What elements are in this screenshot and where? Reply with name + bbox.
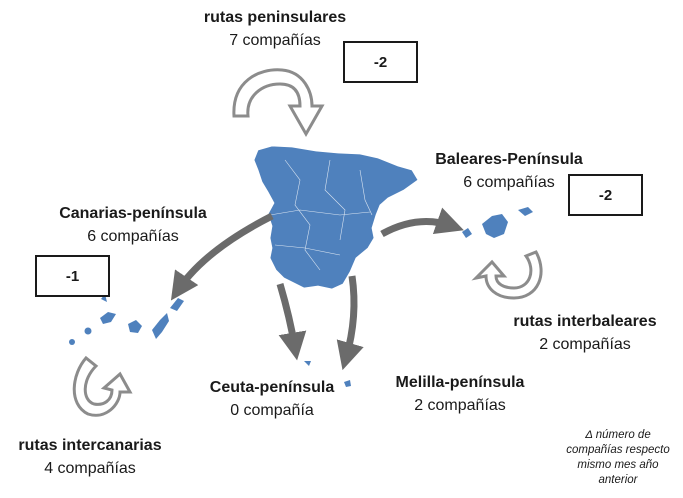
peninsula-map xyxy=(253,145,419,290)
change-value: -2 xyxy=(598,186,613,204)
arrow-to-ceuta xyxy=(276,283,307,361)
region-borders xyxy=(269,159,373,271)
route-title: rutas interbaleares xyxy=(513,313,657,330)
label-canarias-peninsula: Canarias-península 6 compañías xyxy=(38,202,228,248)
melilla-map xyxy=(344,380,351,387)
change-note: Δ número de compañías respecto mismo mes… xyxy=(558,428,678,488)
route-title: Baleares-Península xyxy=(435,151,583,168)
route-title: rutas peninsulares xyxy=(203,9,347,26)
mallorca-map xyxy=(482,214,508,238)
arrow-to-canarias xyxy=(170,212,274,301)
label-rutas-peninsulares: rutas peninsulares 7 compañías xyxy=(180,6,370,52)
label-ceuta-peninsula: Ceuta-península 0 compañía xyxy=(182,376,362,422)
route-count: 4 compañías xyxy=(44,460,136,477)
route-count: 2 compañías xyxy=(414,397,506,414)
note-line: mismo mes año xyxy=(577,459,659,471)
loop-arrow-intercanarias xyxy=(72,355,133,417)
ibiza-map xyxy=(462,228,472,238)
change-box-baleares: -2 xyxy=(568,174,643,216)
label-melilla-peninsula: Melilla-península 2 compañías xyxy=(370,371,550,417)
route-title: Melilla-península xyxy=(395,374,525,391)
route-count: 0 compañía xyxy=(230,402,314,419)
arrow-to-baleares xyxy=(380,207,464,238)
note-line: Δ número de xyxy=(585,429,651,441)
change-value: -2 xyxy=(373,53,388,71)
route-count: 6 compañías xyxy=(463,174,555,191)
label-rutas-intercanarias: rutas intercanarias 4 compañías xyxy=(0,434,180,480)
label-rutas-interbaleares: rutas interbaleares 2 compañías xyxy=(490,310,680,356)
ceuta-map xyxy=(304,361,311,366)
el-hierro-map xyxy=(69,339,75,345)
change-value: -1 xyxy=(65,267,80,285)
label-baleares-peninsula: Baleares-Península 6 compañías xyxy=(414,148,604,194)
fuerteventura-map xyxy=(152,313,169,339)
tenerife-map xyxy=(100,312,116,324)
route-count: 6 compañías xyxy=(87,228,179,245)
menorca-map xyxy=(518,207,533,216)
route-title: rutas intercanarias xyxy=(18,437,162,454)
loop-arrow-peninsulares xyxy=(232,68,325,138)
note-line: compañías respecto xyxy=(566,444,670,456)
change-box-canarias: -1 xyxy=(35,255,110,297)
route-title: Canarias-península xyxy=(59,205,207,222)
route-count: 2 compañías xyxy=(539,336,631,353)
arrow-to-melilla xyxy=(336,275,364,371)
note-line: anterior xyxy=(598,474,638,486)
la-gomera-map xyxy=(84,327,92,335)
gran-canaria-map xyxy=(128,320,142,333)
route-count: 7 compañías xyxy=(229,32,321,49)
route-title: Ceuta-península xyxy=(209,379,335,396)
loop-arrow-interbaleares xyxy=(471,250,543,300)
lanzarote-map xyxy=(170,298,184,311)
change-box-peninsulares: -2 xyxy=(343,41,418,83)
